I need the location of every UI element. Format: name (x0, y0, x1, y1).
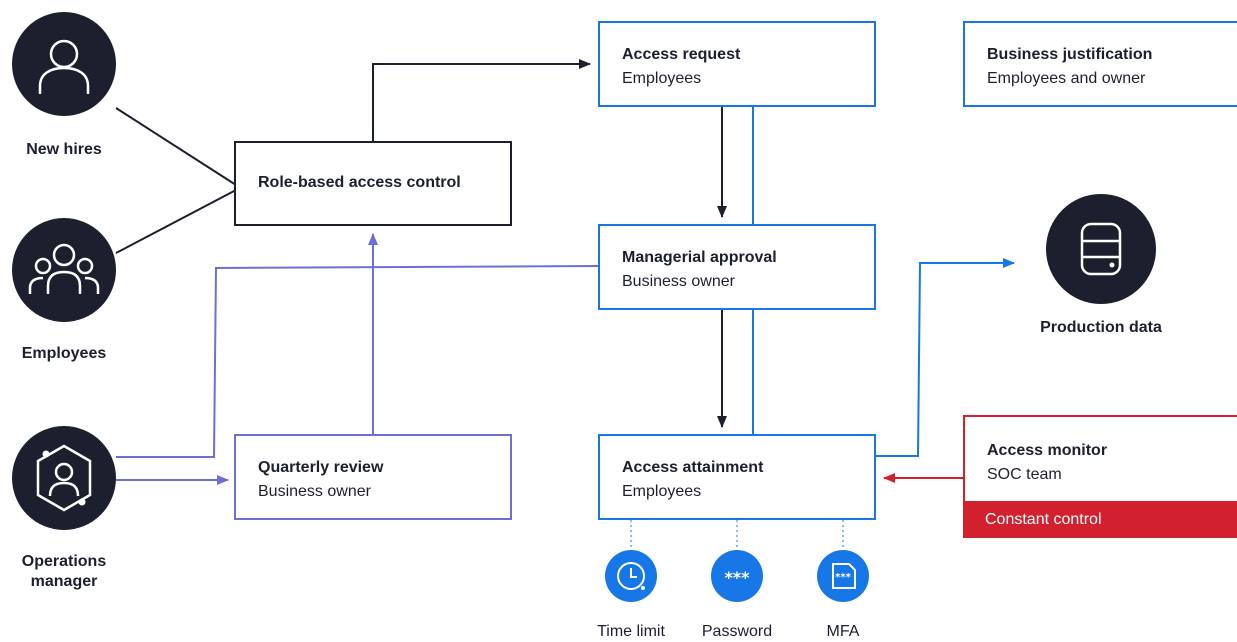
constant-control-banner: Constant control (963, 501, 1237, 538)
production-data-avatar (1046, 194, 1156, 304)
access-request-box: Access request Employees (598, 21, 876, 107)
managerial-approval-subtitle: Business owner (622, 273, 735, 290)
operations-manager-label: Operations manager (0, 552, 128, 592)
operations-manager-avatar (12, 426, 116, 530)
business-justification-box: Business justification Employees and own… (963, 21, 1237, 107)
person-icon (38, 39, 90, 94)
group-icon (28, 243, 100, 294)
time-limit-badge (605, 550, 657, 602)
access-monitor-title: Access monitor (987, 442, 1108, 459)
new-hires-label: New hires (26, 141, 102, 158)
connector-employees-rbac (115, 189, 237, 254)
manager-hexagon-icon (36, 444, 92, 512)
managerial-approval-title: Managerial approval (622, 249, 777, 266)
access-attainment-box: Access attainment Employees (598, 434, 876, 520)
quarterly-review-subtitle: Business owner (258, 483, 371, 500)
password-label: Password (701, 623, 773, 640)
operations-manager-text: Operations manager (21, 553, 107, 590)
rbac-box: Role-based access control (234, 141, 512, 226)
password-dots-icon: *** (724, 568, 750, 587)
svg-text:***: *** (835, 572, 851, 583)
managerial-approval-box: Managerial approval Business owner (598, 224, 876, 310)
connector-opsmanager-approval (116, 265, 599, 458)
mfa-label: MFA (826, 623, 860, 640)
mfa-badge: *** (817, 550, 869, 602)
employees-avatar (12, 218, 116, 322)
access-monitor-subtitle: SOC team (987, 466, 1062, 483)
arrow-attainment-production (876, 258, 1015, 457)
mfa-device-icon: *** (832, 563, 856, 589)
access-request-title: Access request (622, 46, 741, 63)
business-justification-subtitle: Employees and owner (987, 70, 1146, 87)
connector-newhires-rbac (115, 107, 237, 186)
clock-icon (617, 562, 645, 590)
business-justification-title: Business justification (987, 46, 1153, 63)
access-attainment-subtitle: Employees (622, 483, 702, 500)
password-badge: *** (711, 550, 763, 602)
quarterly-review-title: Quarterly review (258, 459, 384, 476)
connector-rbac-access-request (372, 59, 591, 141)
access-request-subtitle: Employees (622, 70, 702, 87)
rbac-title: Role-based access control (258, 174, 461, 191)
time-limit-label: Time limit (597, 623, 665, 640)
svg-text:***: *** (724, 568, 750, 587)
production-data-label: Production data (1040, 319, 1162, 336)
new-hires-avatar (12, 12, 116, 116)
access-attainment-title: Access attainment (622, 459, 764, 476)
employees-label: Employees (21, 345, 107, 362)
quarterly-review-box: Quarterly review Business owner (234, 434, 512, 520)
database-icon (1080, 222, 1122, 276)
